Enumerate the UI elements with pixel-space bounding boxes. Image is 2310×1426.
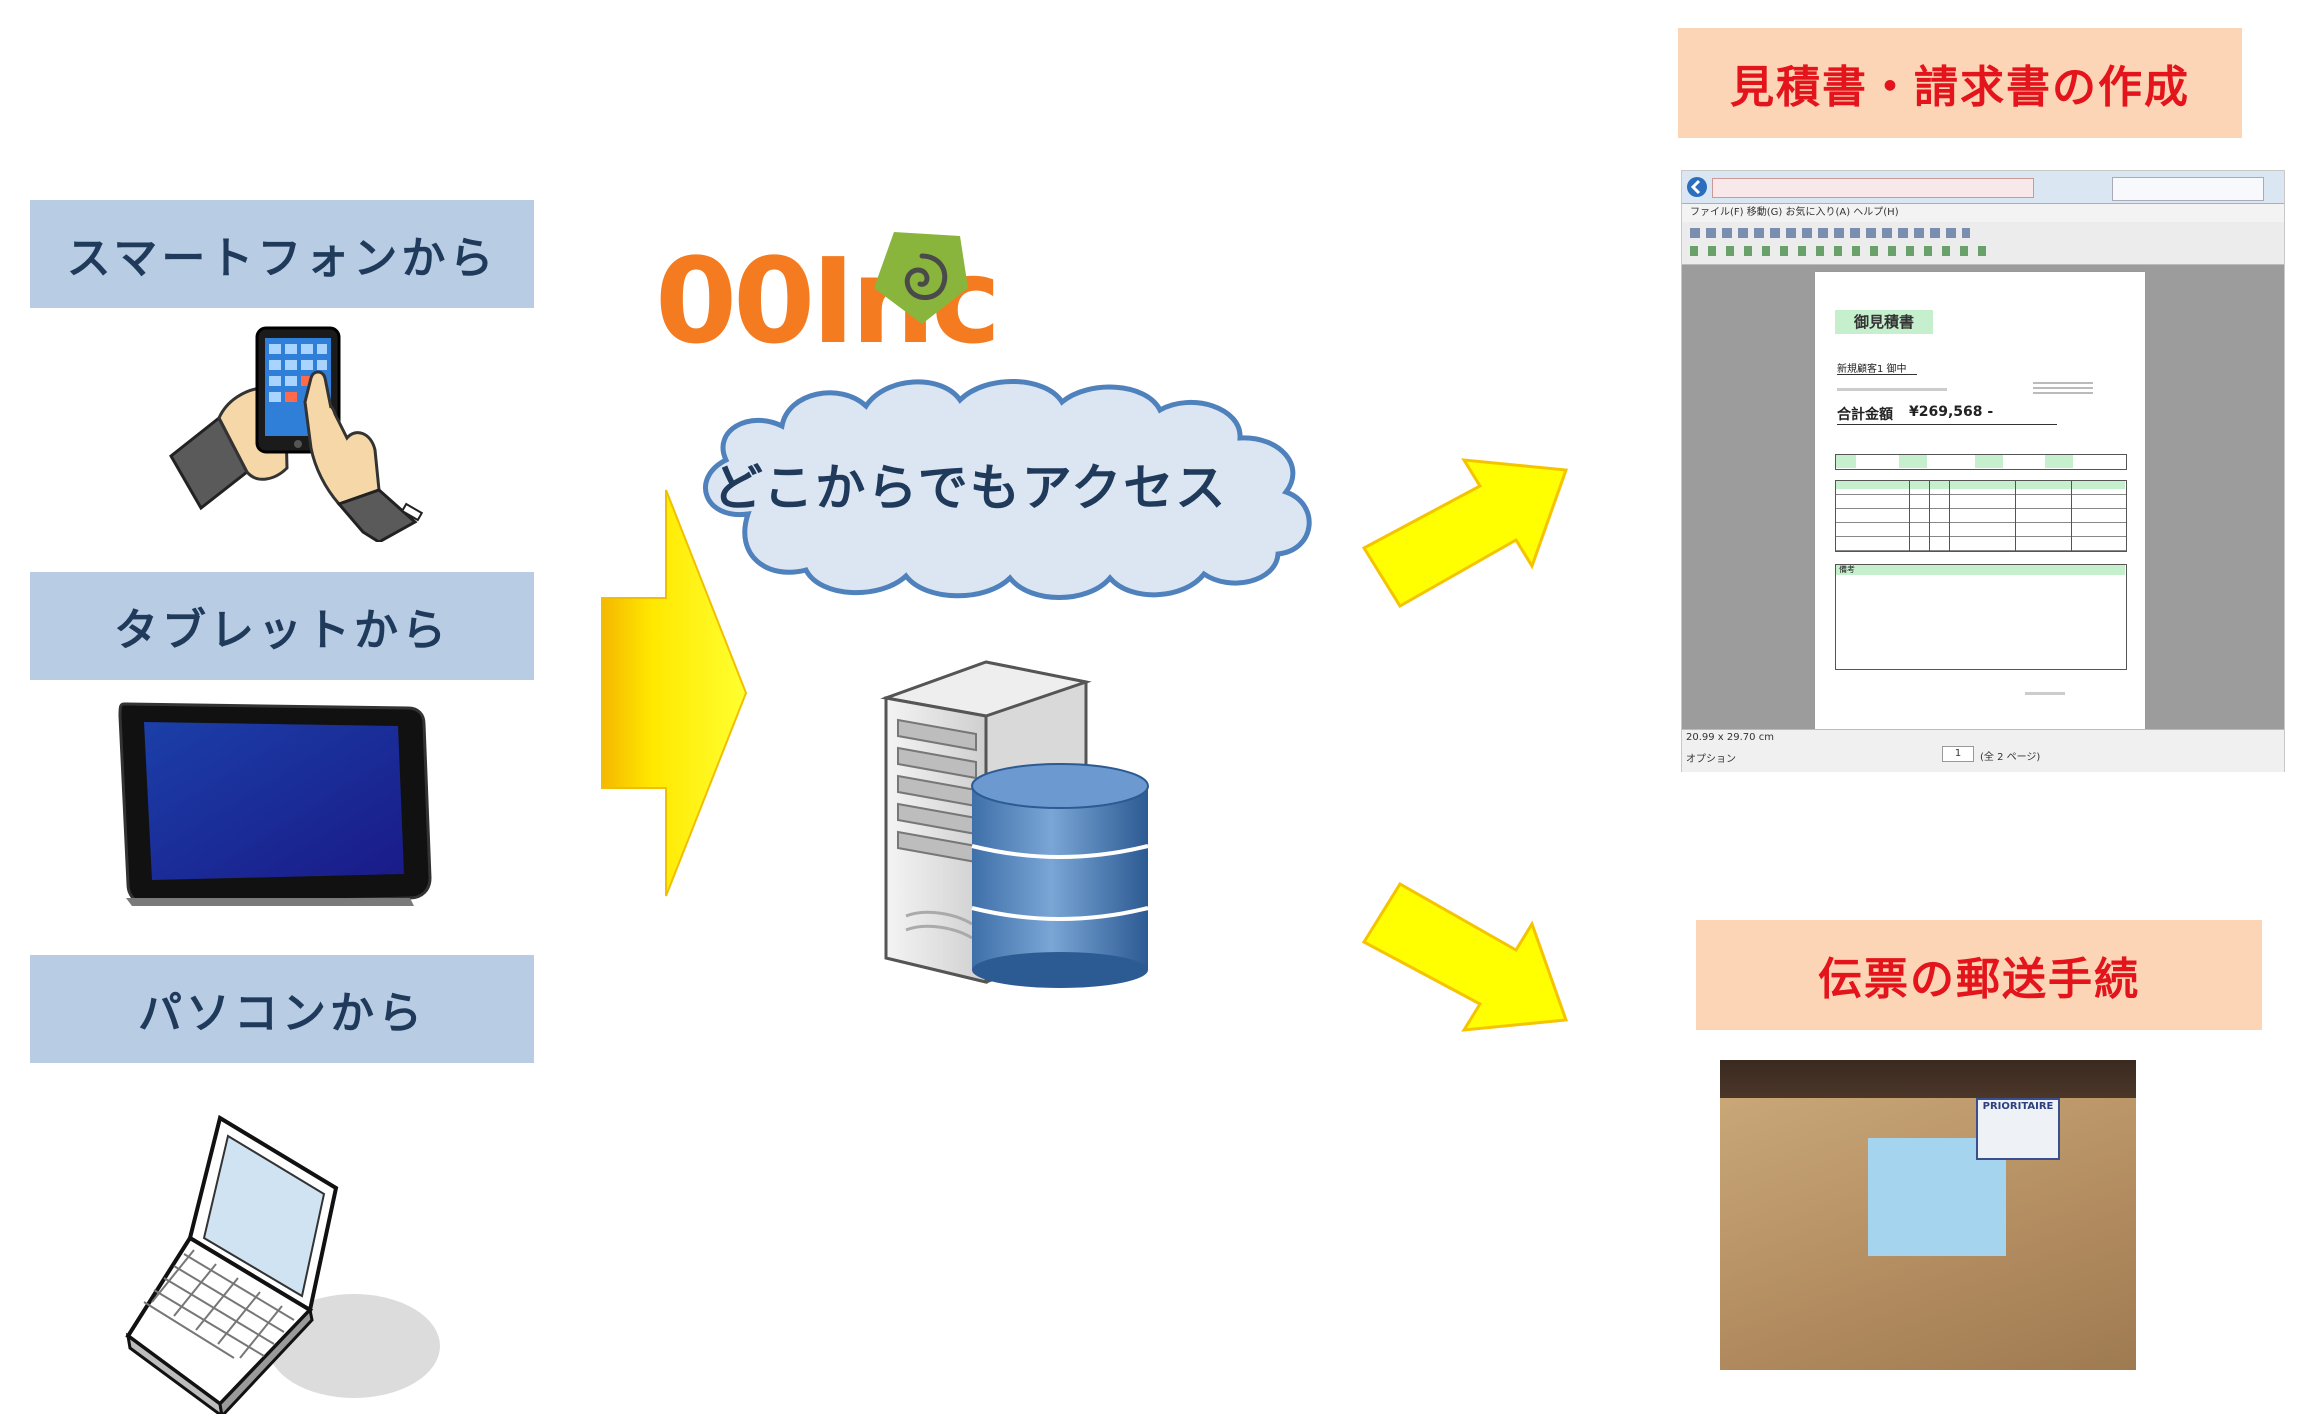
doc-total-amount: ¥269,568 -: [1909, 404, 1994, 420]
toolbar-icons: [1690, 228, 1970, 238]
arrow-to-estimate-icon: [1361, 458, 1569, 609]
doc-total-label: 合計金額: [1837, 407, 1893, 423]
page-size-text: 20.99 x 29.70 cm: [1686, 732, 1774, 743]
label-smartphone: スマートフォンから: [30, 200, 534, 308]
page-count-text: (全 2 ページ): [1980, 752, 2041, 763]
priority-stamp-text: PRIORITAIRE: [1982, 1101, 2054, 1112]
doc-addressee: 新規顧客1 御中: [1837, 364, 1907, 375]
address-bar: [1712, 178, 2034, 198]
browser-tab-bar: [1682, 171, 2284, 204]
cloud-label: どこからでもアクセス: [712, 459, 1228, 517]
access-arrow-icon: [601, 489, 748, 897]
toolbar-icons-row2: [1690, 246, 1990, 256]
smartphone-in-hands-icon: [169, 326, 424, 542]
priority-stamp: PRIORITAIRE: [1976, 1098, 2060, 1160]
doc-remarks-label: 備考: [1839, 565, 1855, 574]
back-icon: [1687, 177, 1707, 197]
parcel-photo: PRIORITAIRE: [1720, 1060, 2136, 1370]
viewer-status-bar: 20.99 x 29.70 cm オプション 1 (全 2 ページ): [1682, 729, 2284, 772]
label-estimate: 見積書・請求書の作成: [1678, 28, 2242, 138]
browser-tab: [2112, 177, 2264, 201]
option-button[interactable]: オプション: [1686, 754, 1736, 765]
document-page: 御見積書 新規顧客1 御中 合計金額 ¥269,568 - 備考: [1814, 271, 2146, 731]
doc-title: 御見積書: [1835, 310, 1933, 334]
doc-info-row: [1835, 454, 2127, 470]
doc-item-table: [1835, 480, 2127, 552]
label-mailing: 伝票の郵送手続: [1696, 920, 2262, 1030]
cloud-icon: [703, 379, 1312, 600]
arrow-to-mailing-icon: [1361, 881, 1569, 1032]
tablet-icon: [118, 702, 432, 906]
server-with-database-icon: [880, 660, 1149, 988]
spiral-logo-icon: [874, 232, 968, 324]
label-tablet: タブレットから: [30, 572, 534, 680]
menu-bar: ファイル(F) 移動(G) お気に入り(A) ヘルプ(H): [1682, 204, 2284, 222]
page-number-field[interactable]: 1: [1942, 746, 1974, 762]
viewer-toolbar: [1682, 222, 2284, 265]
label-pc: パソコンから: [30, 955, 534, 1063]
estimate-document-screenshot: ファイル(F) 移動(G) お気に入り(A) ヘルプ(H) 御見積書 新規顧客1…: [1681, 170, 2285, 772]
laptop-icon: [125, 1114, 440, 1414]
doc-remarks-box: [1835, 564, 2127, 670]
